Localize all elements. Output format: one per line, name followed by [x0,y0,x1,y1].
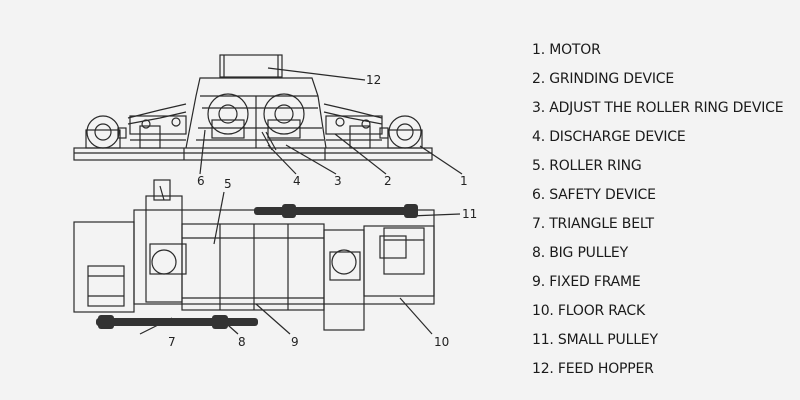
legend-item: 9. FIXED FRAME [532,274,641,290]
left-roller [207,93,249,135]
bottom-belt [96,318,258,326]
legend-item: 10. FLOOR RACK [532,303,645,319]
housing [185,77,327,149]
parts-legend: 1. MOTOR 2. GRINDING DEVICE 3. ADJUST TH… [532,39,784,387]
callout-11: 11 [462,207,477,221]
callout-5: 5 [224,177,232,191]
legend-item: 2. GRINDING DEVICE [532,71,675,87]
legend-item: 4. DISCHARGE DEVICE [532,129,686,145]
roller-ring [181,223,325,311]
legend-item: 8. BIG PULLEY [532,245,628,261]
callout-6: 6 [197,174,205,188]
legend-item: 12. FEED HOPPER [532,361,654,377]
callout-3: 3 [334,174,342,188]
callout-9: 9 [291,335,299,349]
callout-4: 4 [293,174,301,188]
plan-view [73,179,461,335]
feed-hopper [219,54,283,78]
legend-item: 6. SAFETY DEVICE [532,187,656,203]
base-frame [73,147,433,161]
elevation-view [73,54,463,175]
callout-12: 12 [366,73,381,87]
legend-item: 3. ADJUST THE ROLLER RING DEVICE [532,100,784,116]
top-belt [254,207,412,215]
plan-motor [87,265,125,307]
floor-rack-left [73,221,135,313]
callout-1: 1 [460,174,468,188]
callout-10: 10 [434,335,449,349]
roller-crusher-drawing: 12 6 4 3 2 1 5 11 7 8 9 10 [73,54,477,349]
callout-8: 8 [238,335,246,349]
callout-2: 2 [384,174,392,188]
legend-item: 11. SMALL PULLEY [532,332,658,348]
left-motor [86,115,120,149]
legend-item: 1. MOTOR [532,42,601,58]
right-roller [263,93,305,135]
callout-7: 7 [168,335,176,349]
legend-item: 7. TRIANGLE BELT [532,216,654,232]
legend-item: 5. ROLLER RING [532,158,642,174]
right-motor [388,115,422,149]
